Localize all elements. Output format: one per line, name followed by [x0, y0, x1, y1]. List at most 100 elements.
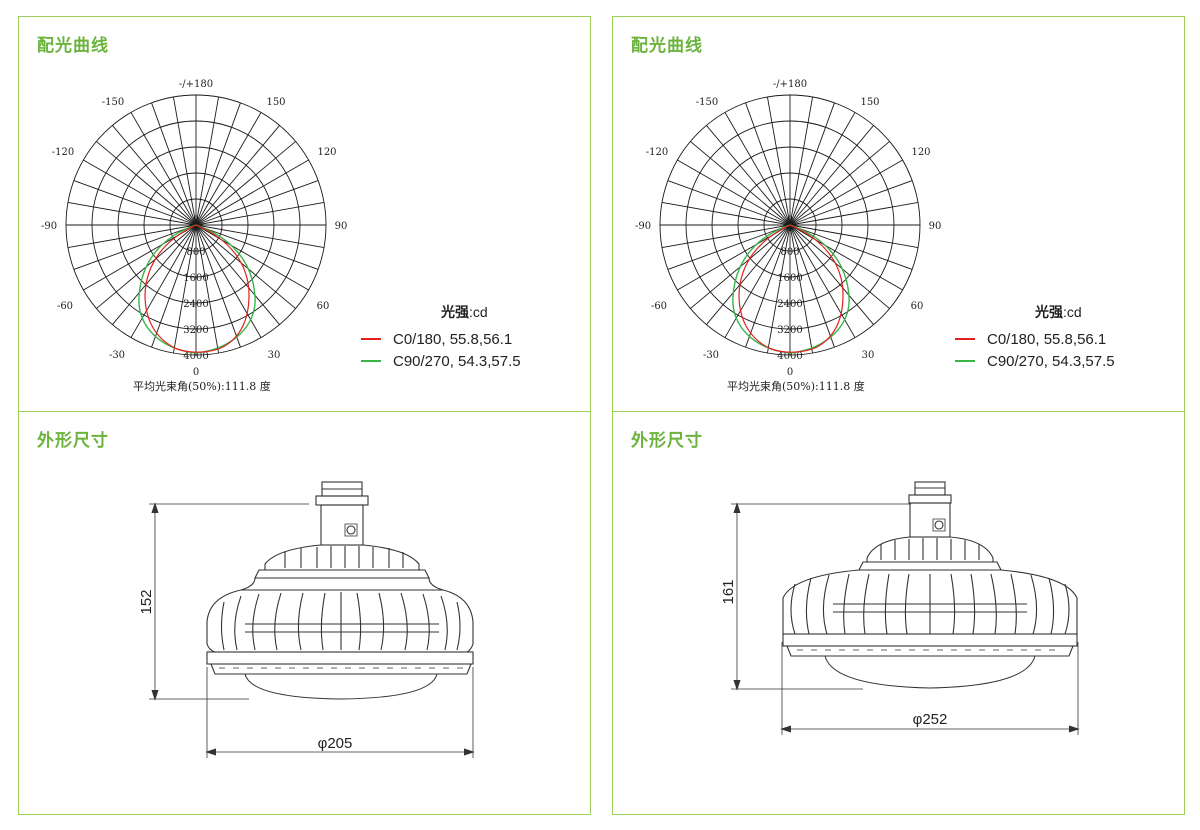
- grid-spoke: [151, 224, 197, 348]
- legend-title-bold: 光强: [441, 305, 469, 321]
- grid-spoke: [96, 141, 197, 226]
- radial-label: 1600: [183, 273, 208, 284]
- grid-spoke: [661, 224, 791, 249]
- grid-spoke: [789, 224, 874, 325]
- grid-spoke: [766, 96, 791, 226]
- grid-spoke: [112, 125, 197, 226]
- radial-label: 4000: [183, 351, 208, 362]
- angle-label: 60: [317, 301, 330, 312]
- grid-spoke: [73, 224, 197, 270]
- section-title: 配光曲线: [631, 36, 703, 56]
- radial-label: 800: [186, 247, 205, 258]
- angle-label: -30: [703, 350, 719, 361]
- grid-spoke: [745, 102, 791, 226]
- grid-spoke: [789, 159, 903, 226]
- grid-spoke: [690, 141, 791, 226]
- legend-swatch: [955, 338, 975, 340]
- radial-label: 3200: [183, 325, 208, 336]
- grid-spoke: [789, 201, 919, 226]
- legend-label: C90/270, 54.3,57.5: [987, 352, 1115, 370]
- angle-label: -60: [651, 301, 667, 312]
- legend-label: C0/180, 55.8,56.1: [987, 330, 1107, 348]
- angle-label: 90: [335, 221, 348, 232]
- radial-label: 4000: [777, 351, 802, 362]
- grid-spoke: [789, 141, 890, 226]
- c0-curve: [144, 224, 250, 353]
- angle-label: 90: [929, 221, 942, 232]
- legend-swatch: [361, 360, 381, 362]
- grid-spoke: [195, 125, 280, 226]
- grid-spoke: [172, 96, 197, 226]
- radial-label: 2400: [183, 299, 208, 310]
- radial-label: 800: [780, 247, 799, 258]
- legend: 光强:cd C0/180, 55.8,56.1 C90/270, 54.3,57…: [955, 302, 1115, 372]
- angle-label: 0: [193, 367, 199, 378]
- grid-spoke: [67, 201, 197, 226]
- angle-label: 0: [787, 367, 793, 378]
- angle-label: -60: [57, 301, 73, 312]
- grid-spoke: [789, 224, 856, 338]
- legend-swatch: [955, 360, 975, 362]
- lamp-dimension-drawing: 152 φ205: [138, 481, 475, 758]
- grid-spoke: [789, 224, 835, 348]
- angle-label: 120: [317, 147, 336, 158]
- legend-title: 光强:cd: [1035, 302, 1115, 322]
- grid-spoke: [706, 125, 791, 226]
- angle-label: -30: [109, 350, 125, 361]
- beam-angle-label: 平均光束角(50%):111.8 度: [133, 379, 271, 393]
- grid-spoke: [667, 224, 791, 270]
- legend-entry-c90: C90/270, 54.3,57.5: [955, 350, 1115, 372]
- grid-spoke: [130, 112, 197, 226]
- grid-spoke: [195, 224, 319, 270]
- grid-spoke: [789, 224, 890, 309]
- angle-label: -150: [102, 97, 124, 108]
- grid-spoke: [195, 224, 309, 291]
- grid-spoke: [677, 159, 791, 226]
- section-title: 外形尺寸: [37, 431, 109, 451]
- angle-label: 150: [266, 97, 285, 108]
- diameter-dimension-label: φ252: [913, 711, 948, 728]
- beam-angle-label: 平均光束角(50%):111.8 度: [727, 379, 865, 393]
- grid-spoke: [195, 224, 220, 354]
- grid-spoke: [195, 201, 325, 226]
- grid-spoke: [789, 102, 835, 226]
- legend-title-unit: :cd: [1063, 304, 1082, 320]
- grid-spoke: [195, 224, 280, 325]
- section-title: 配光曲线: [37, 36, 109, 56]
- angle-label: 30: [862, 350, 875, 361]
- angle-label: -/+180: [773, 79, 807, 90]
- grid-spoke: [73, 180, 197, 226]
- legend-swatch: [361, 338, 381, 340]
- dimension-panel-left: 外形尺寸: [18, 411, 591, 815]
- legend-entry-c90: C90/270, 54.3,57.5: [361, 350, 521, 372]
- grid-spoke: [789, 224, 903, 291]
- legend-label: C0/180, 55.8,56.1: [393, 330, 513, 348]
- legend-entry-c0: C0/180, 55.8,56.1: [361, 328, 521, 350]
- angle-label: 150: [860, 97, 879, 108]
- grid-spoke: [195, 102, 241, 226]
- radial-label: 2400: [777, 299, 802, 310]
- angle-label: -/+180: [179, 79, 213, 90]
- legend-title: 光强:cd: [441, 302, 521, 322]
- grid-spoke: [195, 224, 325, 249]
- grid-spoke: [172, 224, 197, 354]
- angle-label: 30: [268, 350, 281, 361]
- grid-spoke: [724, 112, 791, 226]
- radial-label: 1600: [777, 273, 802, 284]
- grid-spoke: [195, 224, 241, 348]
- radial-label: 3200: [777, 325, 802, 336]
- center-label: 0: [787, 215, 793, 226]
- grid-spoke: [195, 141, 296, 226]
- section-title: 外形尺寸: [631, 431, 703, 451]
- diameter-dimension-label: φ205: [318, 735, 353, 752]
- angle-label: -90: [635, 221, 651, 232]
- angle-label: -120: [52, 147, 74, 158]
- center-label: 0: [193, 215, 199, 226]
- dimension-panel-right: 外形尺寸: [612, 411, 1185, 815]
- grid-spoke: [789, 96, 814, 226]
- legend-label: C90/270, 54.3,57.5: [393, 352, 521, 370]
- grid-spoke: [195, 96, 220, 226]
